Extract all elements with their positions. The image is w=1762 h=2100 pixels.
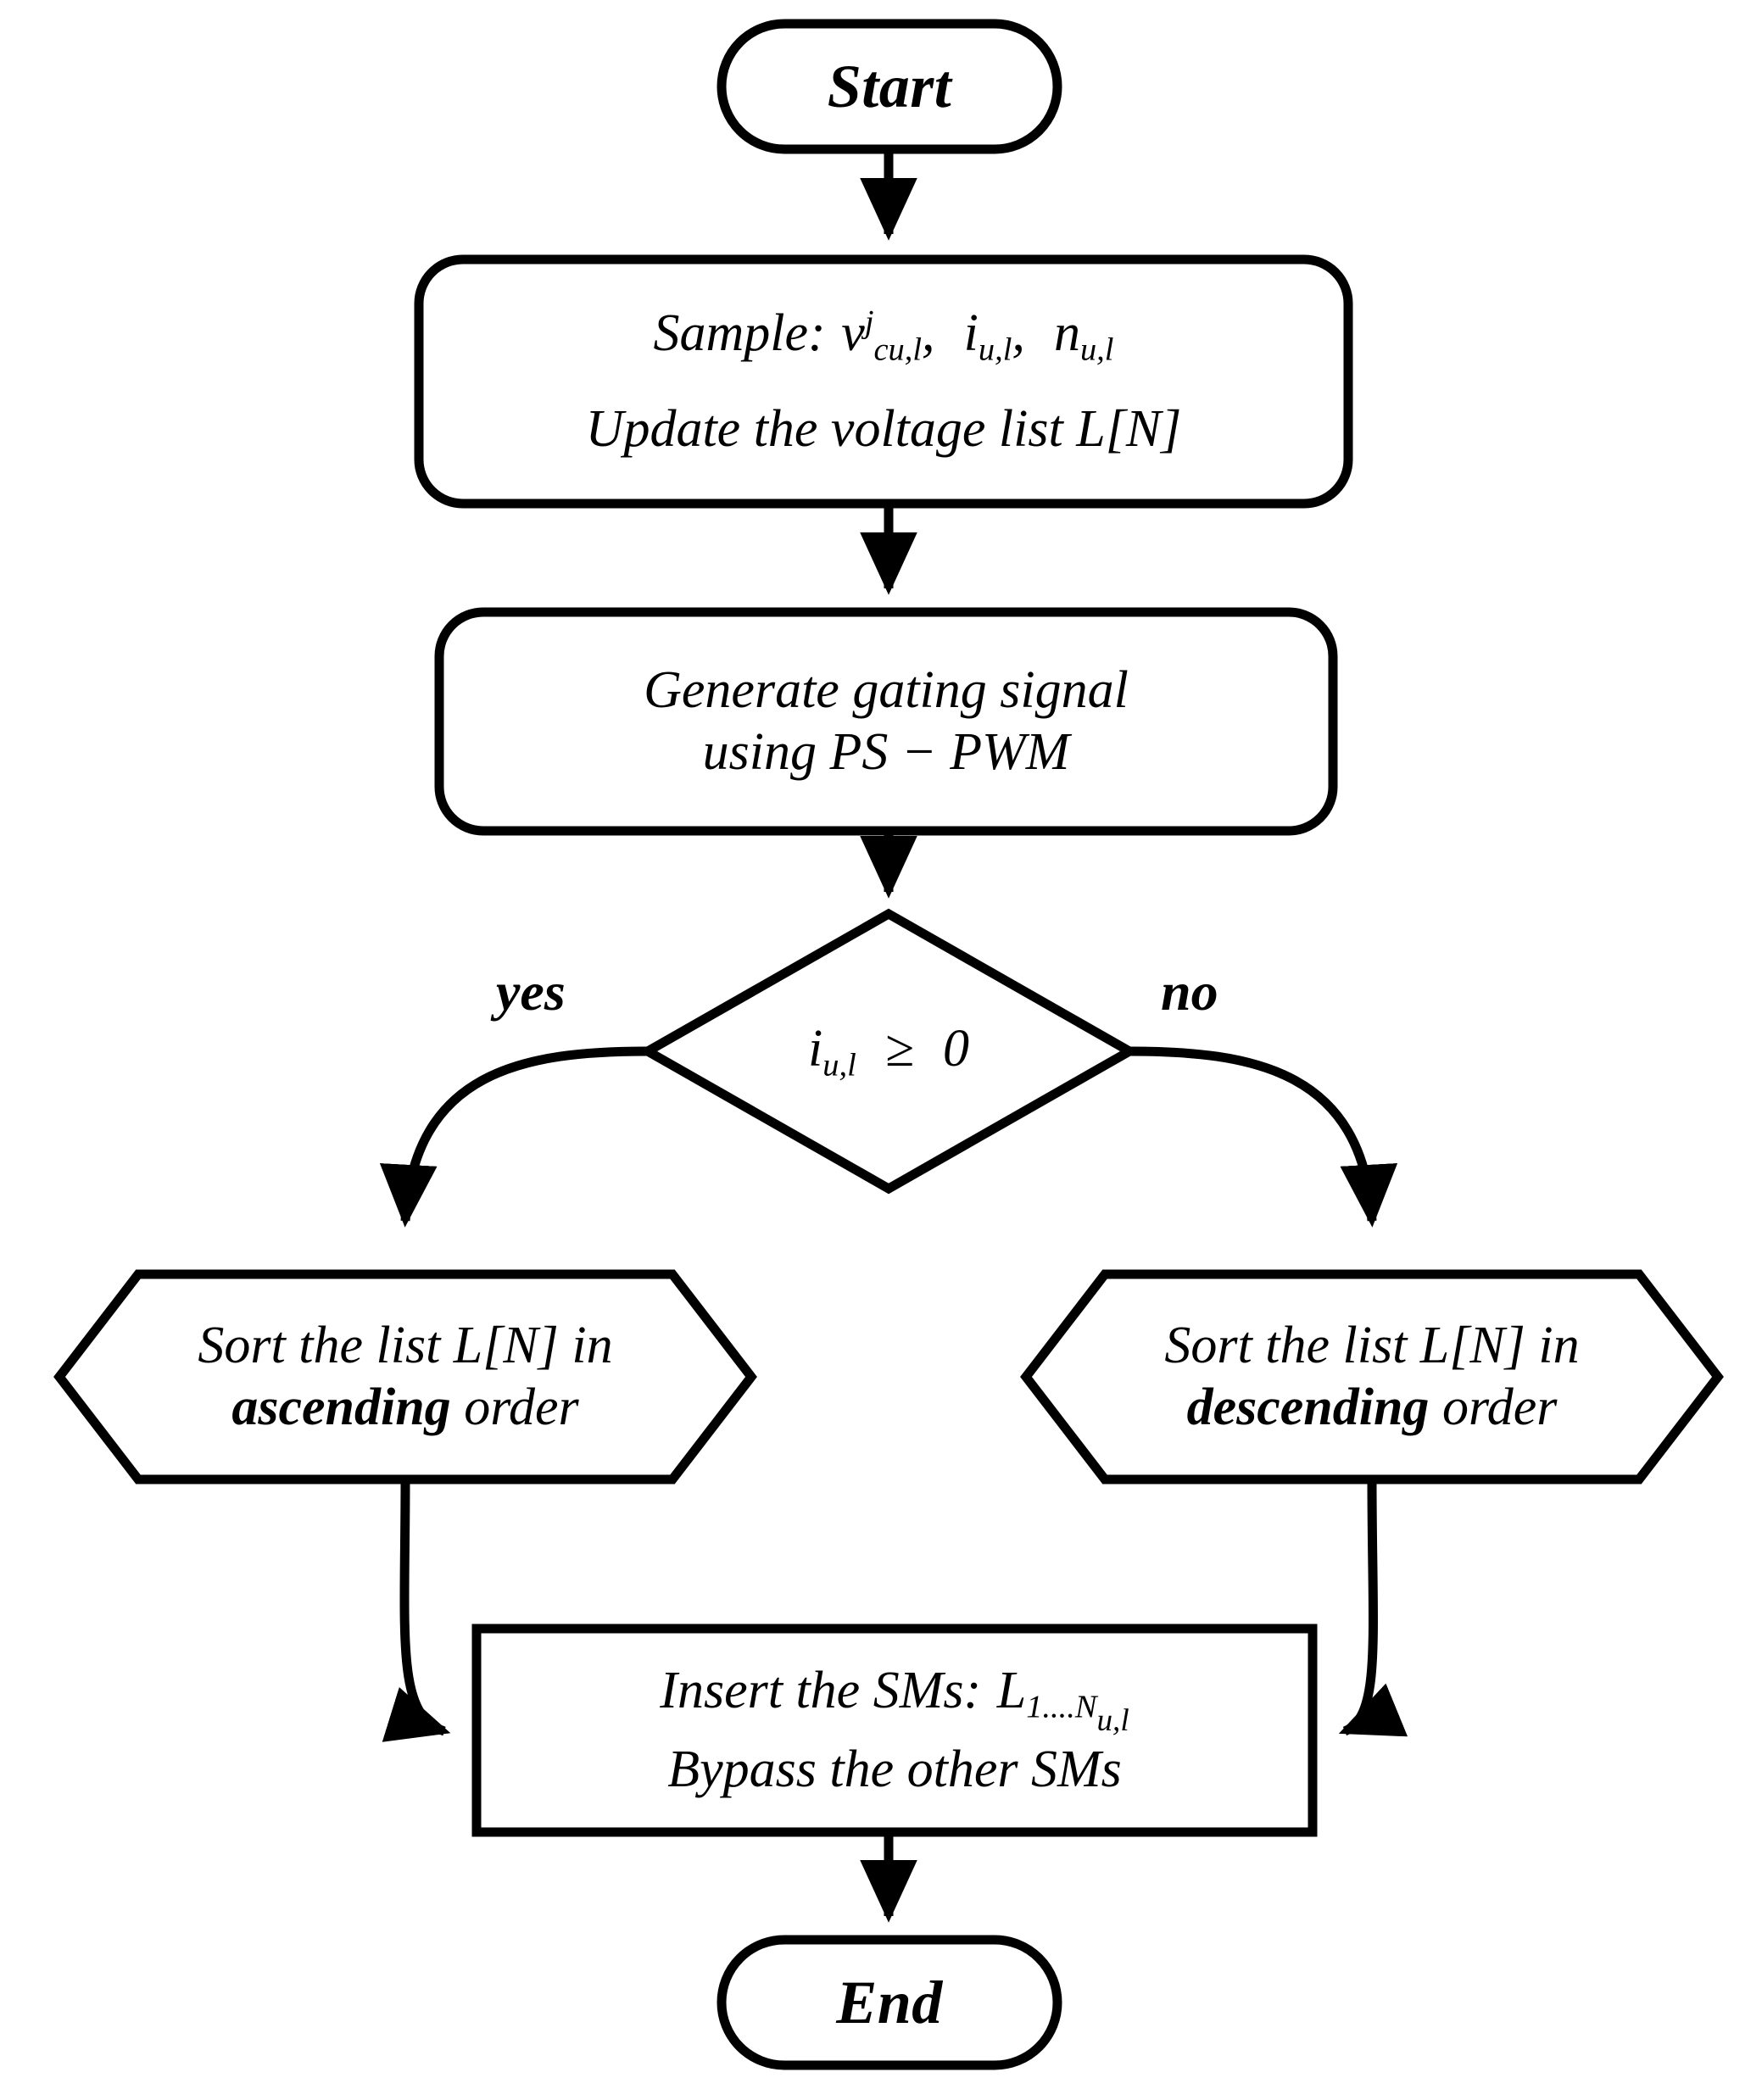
edge-label-yes: yes	[496, 961, 566, 1022]
edge-decision-no	[1129, 1046, 1398, 1228]
node-sample-shape[interactable]	[414, 254, 1353, 509]
edge-decision-yes	[379, 1046, 649, 1228]
node-sort-descending-shape[interactable]	[1020, 1269, 1724, 1484]
edge-descending-to-insert	[1338, 1479, 1408, 1737]
node-sort-ascending-shape[interactable]	[53, 1269, 757, 1484]
edge-label-no: no	[1161, 961, 1218, 1022]
edge-ascending-to-insert	[382, 1479, 451, 1742]
node-decision-shape[interactable]	[638, 908, 1140, 1195]
node-insert-shape[interactable]	[471, 1624, 1318, 1837]
node-end-shape[interactable]	[717, 1935, 1062, 2070]
node-gating-shape[interactable]	[434, 607, 1338, 836]
node-start-shape[interactable]	[717, 19, 1062, 154]
